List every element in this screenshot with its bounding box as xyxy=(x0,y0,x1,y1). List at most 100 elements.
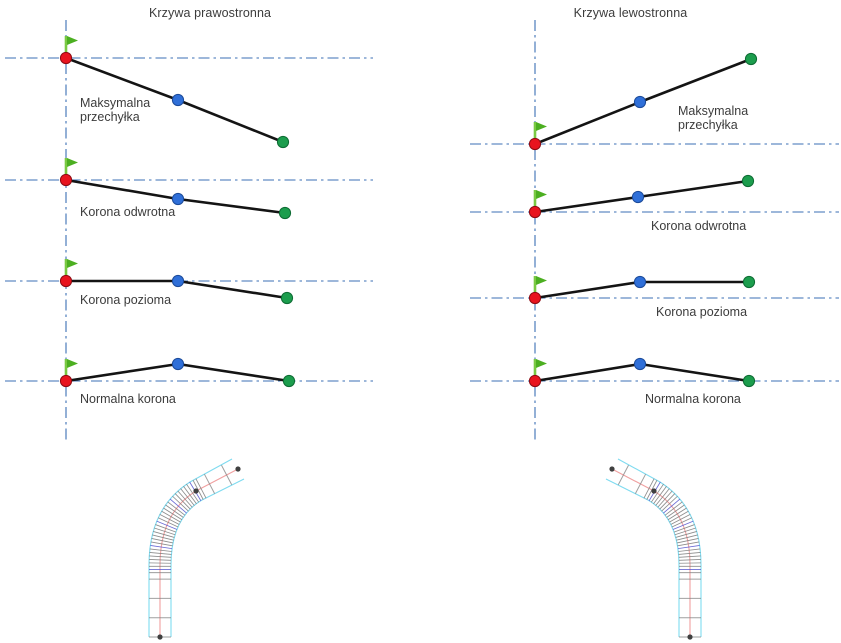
sleeper-tick xyxy=(174,493,191,510)
track-plan-left-curve xyxy=(605,458,702,640)
panel-right-curve: Krzywa prawostronna Maksymalna przechyłk… xyxy=(0,0,420,460)
diagram-left-curve xyxy=(470,20,839,440)
sleeper-tick xyxy=(177,490,193,508)
marker-start-korona-pozioma xyxy=(59,274,73,288)
sleeper-tick xyxy=(666,504,685,518)
plan-geometry xyxy=(605,458,702,640)
marker-start-korona-odwrotna xyxy=(59,173,73,187)
sleeper-tick xyxy=(672,520,694,530)
sleeper-tick xyxy=(221,464,233,485)
stage-label-maksymalna-przechylka-right: Maksymalna przechyłka xyxy=(80,96,151,124)
diagram-right-curve xyxy=(5,20,373,440)
marker-end-normalna-korona xyxy=(742,374,756,388)
marker-start-maksymalna-przechylka xyxy=(59,51,73,65)
sleeper-tick xyxy=(195,478,207,499)
sleeper-tick xyxy=(151,538,174,544)
sleeper-tick xyxy=(152,534,174,541)
flag-pennant-icon xyxy=(536,276,547,285)
sleeper-tick xyxy=(165,504,184,518)
sleeper-tick xyxy=(161,510,181,523)
flag-pennant-icon xyxy=(536,359,547,368)
flag-pennant-icon xyxy=(67,359,78,368)
sleeper-tick xyxy=(670,514,691,525)
marker-mid-maksymalna-przechylka xyxy=(171,93,185,107)
sleeper-tick xyxy=(634,473,647,494)
plan-geometry xyxy=(148,458,245,640)
sleeper-tick xyxy=(150,541,173,547)
sleeper-tick xyxy=(655,488,670,506)
marker-start-korona-pozioma xyxy=(528,291,542,305)
sleeper-tick xyxy=(149,555,172,558)
sleeper-tick xyxy=(671,517,693,528)
flag-pennant-icon xyxy=(536,190,547,199)
sleeper-tick xyxy=(676,538,699,544)
sleeper-tick xyxy=(661,495,678,512)
sleeper-tick xyxy=(180,488,195,506)
sleeper-tick xyxy=(677,545,700,550)
sleeper-tick xyxy=(159,514,180,525)
sleeper-tick xyxy=(667,507,687,521)
marker-end-korona-odwrotna xyxy=(741,174,755,188)
marker-start-normalna-korona xyxy=(528,374,542,388)
sleeper-tick xyxy=(155,524,177,533)
track-plan-right-curve xyxy=(148,458,245,640)
sleeper-tick xyxy=(678,555,701,558)
sleeper-tick xyxy=(676,534,698,541)
stage-label-korona-pozioma-left: Korona pozioma xyxy=(656,305,748,319)
sleeper-tick xyxy=(169,498,187,514)
sleeper-tick xyxy=(663,498,681,514)
sleeper-tick xyxy=(675,531,697,538)
sleeper-tick xyxy=(157,517,179,528)
sleeper-tick xyxy=(186,483,200,503)
panel-title-left-curve: Krzywa lewostronna xyxy=(573,6,688,20)
marker-mid-normalna-korona xyxy=(633,357,647,371)
marker-end-korona-pozioma xyxy=(742,275,756,289)
marker-mid-maksymalna-przechylka xyxy=(633,95,647,109)
sleeper-tick xyxy=(677,541,700,547)
sleeper-tick xyxy=(153,531,175,538)
marker-end-maksymalna-przechylka xyxy=(276,135,290,149)
panel-title-right-curve: Krzywa prawostronna xyxy=(148,6,272,20)
marker-start-normalna-korona xyxy=(59,374,73,388)
stage-label-normalna-korona-left: Normalna korona xyxy=(645,392,741,406)
plan-node-1 xyxy=(193,488,199,494)
sleeper-tick xyxy=(669,510,689,523)
sleeper-tick xyxy=(650,483,664,503)
plan-node-0 xyxy=(157,634,163,640)
sleeper-tick xyxy=(154,527,176,536)
marker-mid-korona-odwrotna xyxy=(171,192,185,206)
stage-label-korona-pozioma-right: Korona pozioma xyxy=(80,293,172,307)
plan-node-2 xyxy=(235,466,241,472)
stage-label-korona-odwrotna-left: Korona odwrotna xyxy=(651,219,747,233)
marker-start-maksymalna-przechylka xyxy=(528,137,542,151)
sleeper-tick xyxy=(643,478,655,499)
marker-end-korona-pozioma xyxy=(280,291,294,305)
sleeper-tick xyxy=(156,520,178,530)
sleeper-tick xyxy=(149,548,172,552)
marker-end-maksymalna-przechylka xyxy=(744,52,758,66)
sleeper-tick xyxy=(659,493,676,510)
sleeper-tick xyxy=(203,473,216,494)
sleeper-tick xyxy=(653,485,667,505)
marker-mid-normalna-korona xyxy=(171,357,185,371)
sleeper-tick xyxy=(149,552,172,555)
flag-pennant-icon xyxy=(67,259,78,268)
sleeper-tick xyxy=(617,464,629,485)
marker-mid-korona-pozioma xyxy=(171,274,185,288)
sleeper-tick xyxy=(657,490,673,508)
sleeper-tick xyxy=(673,524,695,533)
stage-label-maksymalna-przechylka-left: Maksymalna przechyłka xyxy=(678,104,749,132)
marker-mid-korona-odwrotna xyxy=(631,190,645,204)
sleeper-tick xyxy=(678,548,701,552)
sleeper-tick xyxy=(674,527,696,536)
marker-mid-korona-pozioma xyxy=(633,275,647,289)
flag-pennant-icon xyxy=(536,122,547,131)
flag-pennant-icon xyxy=(67,36,78,45)
plan-node-0 xyxy=(687,634,693,640)
marker-end-normalna-korona xyxy=(282,374,296,388)
flag-pennant-icon xyxy=(67,158,78,167)
panel-left-curve: Krzywa lewostronna Maksymalna przechyłka… xyxy=(420,0,841,460)
sleeper-tick xyxy=(149,558,172,561)
sleeper-tick xyxy=(172,495,189,512)
sleeper-tick xyxy=(664,501,683,516)
